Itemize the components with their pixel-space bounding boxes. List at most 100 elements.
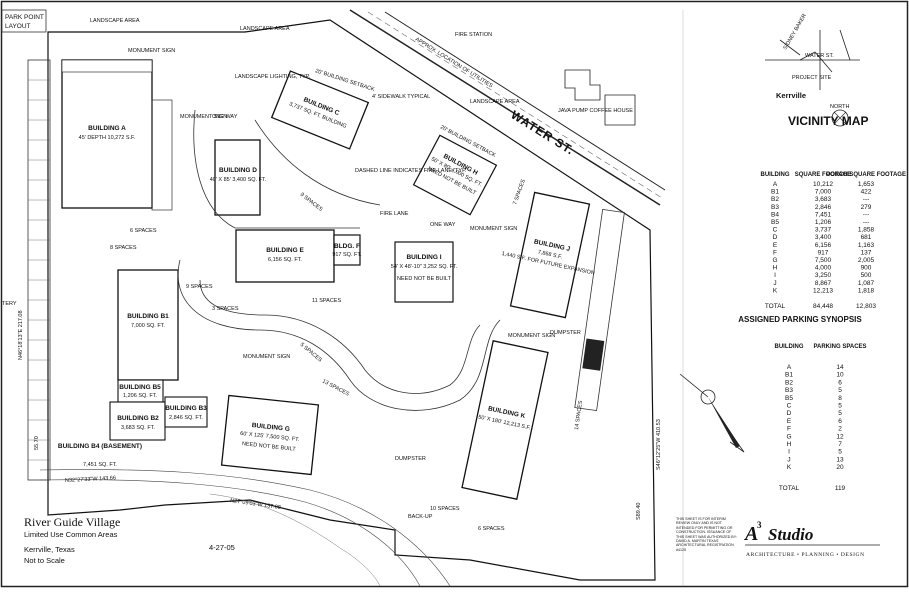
area-table-cell: ---	[863, 219, 870, 226]
area-table-cell: C	[773, 227, 778, 234]
building-d-label: BUILDING D	[219, 167, 257, 174]
firm-logo-a: A	[743, 523, 758, 545]
building-d: BUILDING D 40' X 85' 3,400 SQ. FT.	[210, 139, 267, 216]
building-b5-sub: 1,206 SQ. FT.	[123, 393, 157, 399]
parking-label: 9 SPACES	[299, 192, 324, 213]
sheet-tag: PARK POINT LAYOUT	[1, 9, 47, 33]
building-b3: BUILDING B3 2,846 SQ. FT.	[164, 396, 208, 428]
parking-table-cell: H	[787, 441, 792, 448]
area-table-cell: 1,206	[815, 219, 832, 226]
parking-label: 10 SPACES	[430, 506, 460, 512]
building-b3-label: BUILDING B3	[165, 405, 207, 412]
area-table-total: 84,448	[813, 303, 833, 310]
parking-label: 9 SPACES	[186, 284, 213, 290]
landscape-area-label-3: LANDSCAPE AREA	[470, 99, 520, 105]
landscape-lighting-label: LANDSCAPE LIGHTING, TYP.	[235, 74, 311, 80]
area-table-cell: B5	[771, 219, 779, 226]
fire-lane-label: FIRE LANE	[380, 211, 409, 217]
left-parking-strip: N46°18'13"E 217.08 TERY	[2, 59, 51, 481]
bearing-left-2: 55.70	[34, 436, 40, 450]
bearing-right: S46°12'25"W 410.53	[656, 419, 662, 470]
parking-table-cell: 20	[836, 464, 844, 471]
north-icon	[831, 109, 849, 127]
property-boundary	[47, 19, 656, 581]
vicinity-project-site: PROJECT SITE	[792, 75, 832, 81]
building-g-label: BUILDING G	[251, 422, 290, 433]
building-b2: BUILDING B2 3,683 SQ. FT.	[109, 401, 166, 441]
area-table-cell: 6,156	[815, 242, 832, 249]
parking-label: 6 SPACES	[130, 228, 157, 234]
area-table-cell: B2	[771, 196, 779, 203]
building-a-sub: 45' DEPTH 10,272 S.F.	[79, 135, 136, 141]
parking-label: 3 SPACES	[212, 306, 239, 312]
area-table-cell: I	[774, 272, 776, 279]
area-table-total: TOTAL	[765, 303, 786, 310]
monument-sign-label-5: MONUMENT SIGN	[243, 354, 290, 360]
parking-table-cell: 5	[838, 410, 842, 417]
area-table-cell: K	[773, 287, 778, 294]
parking-table-cell: F	[787, 426, 791, 433]
area-table-cell: 1,858	[858, 227, 875, 234]
building-j: BUILDING J 7,868 S.F. 1,440 S.F. FOR FUT…	[501, 191, 595, 319]
project-scale: Not to Scale	[24, 556, 65, 565]
area-table-total: 12,803	[856, 303, 876, 310]
building-b1-sub: 7,000 SQ. FT.	[131, 323, 165, 329]
area-table-cell: B1	[771, 189, 779, 196]
parking-table-cell: C	[787, 403, 792, 410]
area-table-cell: 1,818	[858, 287, 875, 294]
area-table-cell: 4,000	[815, 265, 832, 272]
building-g: BUILDING G 60' X 125' 7,500 SQ. FT. NEED…	[220, 394, 320, 476]
cemetery-label: TERY	[2, 301, 17, 307]
building-b5-label: BUILDING B5	[119, 384, 161, 391]
area-header-sqft: SQUARE FOOTAGE	[795, 172, 852, 178]
firm-logo: A 3 Studio ARCHITECTURE • PLANNING • DES…	[743, 520, 880, 558]
right-parking-strip	[574, 209, 625, 412]
landscape-area-label-2: LANDSCAPE AREA	[240, 26, 290, 32]
bearing-river-1: N32°27'33"W 143.66	[65, 475, 116, 484]
parking-label: 6 SPACES	[478, 526, 505, 532]
area-table-cell: F	[773, 249, 777, 256]
monument-sign-label-4: MONUMENT SIGN	[470, 226, 517, 232]
parking-header-spaces: PARKING SPACES	[813, 344, 866, 350]
area-table-cell: ---	[863, 196, 870, 203]
building-b2-label: BUILDING B2	[117, 415, 159, 422]
area-table-cell: 3,400	[815, 234, 832, 241]
area-table-cell: 3,250	[815, 272, 832, 279]
area-table-cell: D	[773, 234, 778, 241]
parking-label: 8 SPACES	[110, 245, 137, 251]
fire-station-building	[564, 69, 601, 101]
area-table-cell: G	[772, 257, 777, 264]
one-way-label-1: ONE WAY	[212, 114, 238, 120]
curved-drive-d-inner	[254, 119, 381, 206]
parking-table-cell: G	[786, 433, 791, 440]
area-table-cell: 681	[861, 234, 872, 241]
project-location: Kerrville, Texas	[24, 545, 75, 554]
vicinity-map: WATER ST. SIDNEY BAKER PROJECT SITE Kerr…	[765, 13, 868, 128]
north-icon-mark	[833, 111, 847, 125]
parking-table-cell: J	[787, 456, 790, 463]
bearing-river-2: N27°09'03"W 137.08	[230, 498, 281, 511]
dashed-line-note: DASHED LINE INDICATES FIRE LANE, TYP.	[355, 168, 467, 174]
area-table-cell: B4	[771, 211, 779, 218]
building-g-note: NEED NOT BE BUILT	[242, 441, 297, 453]
parking-table-cell: 12	[836, 433, 844, 440]
area-table-cell: J	[773, 280, 776, 287]
parking-label: 5 SPACES	[299, 342, 323, 364]
java-pump-label: JAVA PUMP COFFEE HOUSE	[558, 108, 633, 114]
area-table-cell: B3	[771, 204, 779, 211]
southern-drive-inner	[199, 279, 481, 394]
parking-table-cell: 6	[838, 379, 842, 386]
dumpster-label-1: DUMPSTER	[550, 330, 581, 336]
parking-table-cell: B2	[785, 379, 793, 386]
area-table-cell: H	[773, 265, 778, 272]
building-b4-label: BUILDING B4 (BASEMENT)	[58, 443, 142, 450]
dumpster-label-2: DUMPSTER	[395, 456, 426, 462]
project-title: River Guide Village	[24, 515, 120, 529]
building-b5: BUILDING B5 1,206 SQ. FT.	[117, 379, 164, 403]
building-k: BUILDING K 50' X 180' 12,213 S.F.	[461, 340, 549, 500]
area-table-cell: 422	[861, 189, 872, 196]
area-table-cell: 1,087	[858, 280, 875, 287]
building-i-label: BUILDING I	[406, 254, 441, 261]
parking-table-cell: 7	[838, 441, 842, 448]
